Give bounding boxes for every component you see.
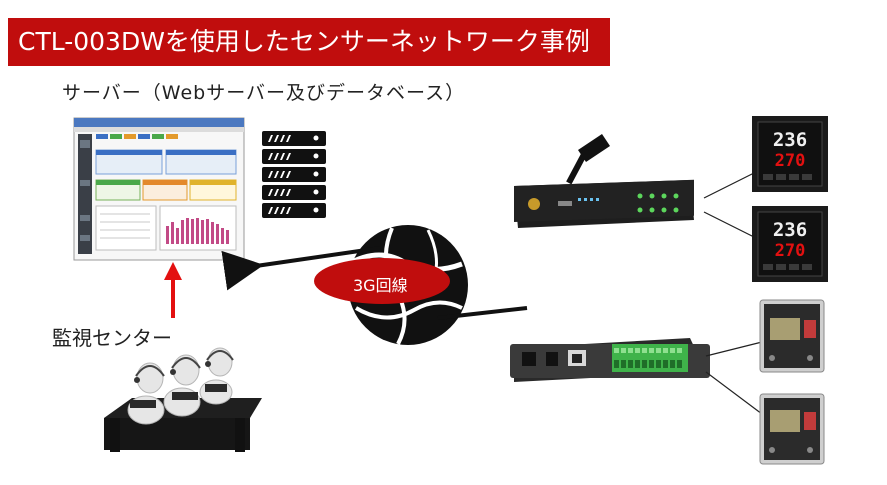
title-banner: CTL-003DWを使用したセンサーネットワーク事例 (8, 18, 610, 66)
svg-text:236: 236 (773, 129, 807, 151)
connection-arrow-to-server (221, 246, 381, 291)
web-dashboard-screenshot (73, 117, 245, 261)
svg-text:236: 236 (773, 219, 807, 241)
red-up-arrow (164, 262, 182, 318)
relay-meter-2 (759, 393, 825, 465)
3g-line-label: 3G回線 (353, 276, 408, 295)
server-rack-icon (262, 131, 326, 218)
monitoring-center-image (104, 347, 262, 452)
title-text: CTL-003DWを使用したセンサーネットワーク事例 (18, 27, 590, 56)
3g-router-device (514, 134, 694, 228)
connection-line-to-devices (437, 306, 528, 320)
relay-meter-1 (759, 299, 825, 373)
sensor-connection-lines (703, 169, 763, 415)
monitoring-center-label: 監視センター (52, 326, 172, 350)
temperature-controller-2: 236 270 (752, 206, 828, 282)
svg-text:270: 270 (775, 151, 806, 171)
temperature-controller-1: 236 270 (752, 116, 828, 192)
data-logger-device (510, 338, 710, 382)
3g-line-ellipse (314, 258, 450, 304)
svg-text:270: 270 (775, 241, 806, 261)
server-label: サーバー（Webサーバー及びデータベース） (62, 82, 466, 104)
